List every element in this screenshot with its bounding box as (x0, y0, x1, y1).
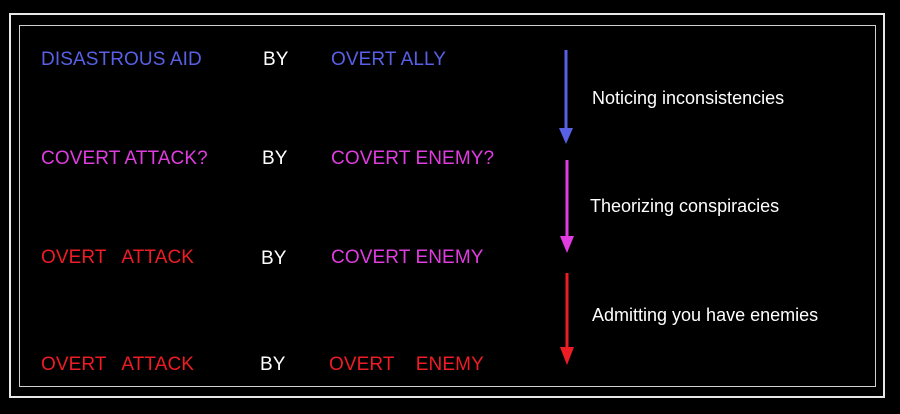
step-3-label: Admitting you have enemies (592, 305, 819, 325)
step-2-label: Theorizing conspiracies (590, 196, 780, 216)
row-4-subject: OVERT ATTACK (41, 354, 195, 375)
row-2-by: BY (262, 148, 288, 169)
row-1-agent: OVERT ALLY (331, 49, 447, 70)
row-3-by: BY (261, 248, 287, 269)
down-arrow-magenta (560, 160, 574, 253)
row-2-agent: COVERT ENEMY? (331, 148, 495, 169)
step-1-label: Noticing inconsistencies (592, 88, 785, 108)
row-3-subject: OVERT ATTACK (41, 247, 195, 268)
outer-frame (9, 13, 885, 398)
row-3-agent: COVERT ENEMY (331, 247, 484, 268)
row-2-subject: COVERT ATTACK? (41, 148, 208, 169)
row-1-by: BY (263, 49, 289, 70)
row-4-by: BY (260, 354, 286, 375)
row-4-agent: OVERT ENEMY (329, 354, 484, 375)
down-arrow-red (560, 273, 574, 365)
down-arrow-blue (559, 50, 573, 144)
inner-frame (19, 25, 876, 387)
row-1-subject: DISASTROUS AID (41, 49, 202, 70)
